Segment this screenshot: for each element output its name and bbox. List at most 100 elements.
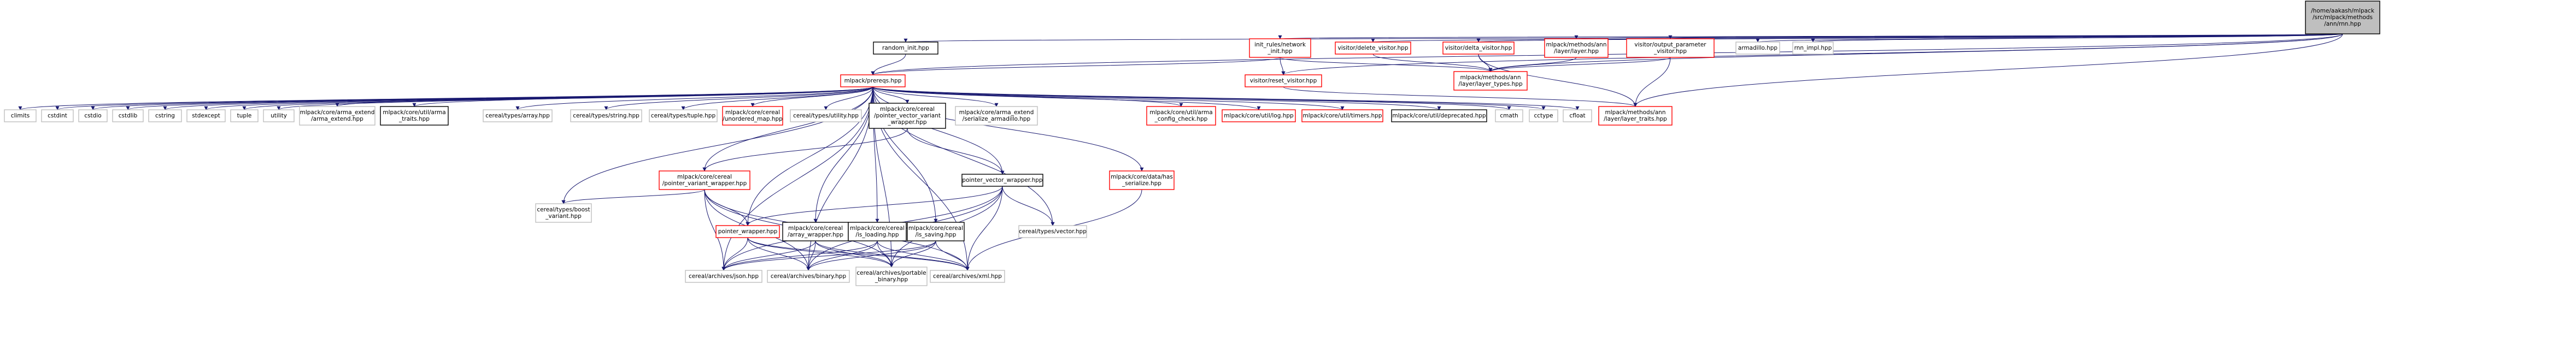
graph-node-array_wrapper[interactable]: mlpack/core/cereal/array_wrapper.hpp	[782, 222, 849, 241]
edge-init_rules_network-to-layer_types	[1280, 57, 1493, 72]
graph-node-cereal_vector[interactable]: cereal/types/vector.hpp	[1018, 225, 1087, 238]
graph-node-pointer_wrapper[interactable]: pointer_wrapper.hpp	[715, 225, 780, 238]
edge-is_saving-to-binary_hpp	[806, 240, 936, 271]
graph-node-cfloat[interactable]: cfloat	[1563, 109, 1592, 122]
graph-node-unordered_map[interactable]: mlpack/core/cereal/unordered_map.hpp	[722, 106, 783, 126]
graph-node-cstring[interactable]: cstring	[148, 109, 182, 122]
node-box	[685, 270, 762, 283]
edge-output_param-to-layer_traits	[1633, 57, 1671, 107]
graph-node-armadillo[interactable]: armadillo.hpp	[1735, 42, 1780, 55]
node-box	[1563, 109, 1592, 122]
graph-node-layer_traits[interactable]: mlpack/methods/ann/layer/layer_traits.hp…	[1598, 106, 1673, 126]
graph-node-arma_traits[interactable]: mlpack/core/util/arma_traits.hpp	[380, 106, 449, 126]
node-box	[299, 106, 375, 126]
edge-root-to-output_param	[1669, 33, 2343, 39]
node-box	[1335, 42, 1411, 55]
graph-node-pointer_variant[interactable]: mlpack/core/cereal/pointer_variant_wrapp…	[659, 170, 750, 190]
graph-node-rnn_impl[interactable]: rnn_impl.hpp	[1792, 42, 1834, 55]
graph-node-reset_visitor[interactable]: visitor/reset_visitor.hpp	[1245, 74, 1322, 87]
graph-node-random_init[interactable]: random_init.hpp	[873, 42, 938, 55]
graph-node-cmath[interactable]: cmath	[1495, 109, 1523, 122]
node-box	[848, 222, 907, 241]
node-label: mlpack/methods/ann	[1605, 109, 1666, 116]
node-box	[1222, 109, 1296, 122]
graph-node-utility[interactable]: utility	[263, 109, 295, 122]
graph-node-timers_hpp[interactable]: mlpack/core/util/timers.hpp	[1301, 109, 1383, 122]
graph-node-delta_visitor[interactable]: visitor/delta_visitor.hpp	[1442, 42, 1515, 55]
graph-node-boost_variant[interactable]: cereal/types/boost_variant.hpp	[535, 203, 592, 223]
edge-random_init-to-prereqs	[871, 54, 906, 75]
edge-prereqs-to-cereal_utility	[824, 86, 873, 110]
node-box	[649, 109, 718, 122]
graph-node-layer_types[interactable]: mlpack/methods/ann/layer/layer_types.hpp	[1453, 71, 1528, 91]
graph-node-has_serialize[interactable]: mlpack/core/data/has_serialize.hpp	[1109, 170, 1175, 190]
node-label: /layer/layer.hpp	[1554, 48, 1599, 55]
edge-prereqs-to-arma_traits	[412, 86, 873, 107]
edge-pointer_vector_wrapper-to-cereal_vector	[1002, 186, 1055, 226]
graph-node-cereal_string[interactable]: cereal/types/string.hpp	[570, 109, 642, 122]
graph-node-deprecated_hpp[interactable]: mlpack/core/util/deprecated.hpp	[1391, 109, 1487, 122]
edge-pointer_wrapper-to-xml_hpp	[747, 237, 970, 271]
node-label: /array_wrapper.hpp	[788, 232, 843, 238]
graph-node-cereal_array[interactable]: cereal/types/array.hpp	[483, 109, 553, 122]
edge-prereqs-to-pointer_wrapper	[746, 86, 873, 226]
graph-node-is_saving[interactable]: mlpack/core/cereal/is_saving.hpp	[907, 222, 965, 241]
graph-node-prereqs[interactable]: mlpack/prereqs.hpp	[840, 74, 906, 87]
graph-node-cereal_utility[interactable]: cereal/types/utility.hpp	[790, 109, 862, 122]
edge-prereqs-to-log_hpp	[872, 86, 1261, 110]
node-label: cstdint	[48, 113, 67, 119]
node-box	[1442, 42, 1515, 55]
edge-prereqs-to-boost_variant	[561, 86, 873, 204]
graph-node-cstdio[interactable]: cstdio	[78, 109, 108, 122]
edge-prereqs-to-has_serialize	[872, 86, 1144, 172]
graph-node-xml_hpp[interactable]: cereal/archives/xml.hpp	[930, 270, 1005, 283]
graph-node-arma_extend[interactable]: mlpack/core/arma_extend/arma_extend.hpp	[299, 106, 375, 126]
node-label: visitor/delta_visitor.hpp	[1445, 45, 1512, 51]
node-label: utility	[271, 113, 287, 119]
node-box	[1245, 74, 1322, 87]
graph-node-pointer_vector_variant[interactable]: mlpack/core/cereal/pointer_vector_varian…	[869, 103, 946, 129]
graph-node-cctype[interactable]: cctype	[1529, 109, 1558, 122]
node-label: /layer/layer_traits.hpp	[1604, 116, 1667, 122]
graph-node-delete_visitor[interactable]: visitor/delete_visitor.hpp	[1335, 42, 1411, 55]
node-label: cereal/types/string.hpp	[573, 113, 639, 119]
graph-node-tuple[interactable]: tuple	[230, 109, 259, 122]
graph-node-log_hpp[interactable]: mlpack/core/util/log.hpp	[1222, 109, 1296, 122]
graph-node-output_param[interactable]: visitor/output_parameter_visitor.hpp	[1626, 38, 1715, 58]
node-label: mlpack/core/arma_extend	[959, 109, 1034, 116]
edges-layer	[18, 33, 2343, 271]
edge-pointer_vector_wrapper-to-xml_hpp	[965, 186, 1003, 271]
node-label: mlpack/core/cereal	[677, 174, 732, 180]
graph-node-is_loading[interactable]: mlpack/core/cereal/is_loading.hpp	[848, 222, 907, 241]
graph-node-climits[interactable]: climits	[4, 109, 37, 122]
graph-node-portable_binary[interactable]: cereal/archives/portable_binary.hpp	[855, 267, 928, 286]
node-box	[570, 109, 642, 122]
node-box	[1598, 106, 1673, 126]
node-label: cereal/types/vector.hpp	[1019, 228, 1087, 235]
node-label: _serialize.hpp	[1122, 180, 1161, 187]
node-label: cereal/types/tuple.hpp	[651, 113, 716, 119]
node-box	[840, 74, 906, 87]
graph-node-cstdlib[interactable]: cstdlib	[112, 109, 144, 122]
node-box	[869, 103, 946, 129]
graph-node-binary_hpp[interactable]: cereal/archives/binary.hpp	[767, 270, 850, 283]
node-label: /home/aakash/mlpack	[2311, 8, 2375, 14]
node-label: pointer_wrapper.hpp	[718, 228, 778, 235]
graph-node-stdexcept[interactable]: stdexcept	[186, 109, 226, 122]
graph-node-serialize_armadillo[interactable]: mlpack/core/arma_extend/serialize_armadi…	[955, 106, 1038, 126]
edge-root-to-rnn_impl	[1811, 33, 2343, 43]
graph-node-cereal_tuple[interactable]: cereal/types/tuple.hpp	[649, 109, 718, 122]
node-box	[380, 106, 449, 126]
graph-node-cstdint[interactable]: cstdint	[41, 109, 74, 122]
graph-node-init_rules_network[interactable]: init_rules/network_init.hpp	[1249, 38, 1311, 58]
graph-node-json_hpp[interactable]: cereal/archives/json.hpp	[685, 270, 762, 283]
node-label: mlpack/core/util/arma	[383, 109, 445, 116]
edge-pointer_variant-to-boost_variant	[561, 189, 705, 204]
graph-node-layer_hpp[interactable]: mlpack/methods/ann/layer/layer.hpp	[1544, 38, 1609, 58]
node-label: _binary.hpp	[875, 276, 908, 283]
graph-node-arma_config_check[interactable]: mlpack/core/util/arma_config_check.hpp	[1146, 106, 1216, 126]
graph-node-root[interactable]: /home/aakash/mlpack/src/mlpack/methods/a…	[2305, 1, 2380, 34]
edge-pointer_vector_variant-to-pointer_vector_wrapper	[907, 128, 1005, 175]
graph-node-pointer_vector_wrapper[interactable]: pointer_vector_wrapper.hpp	[961, 174, 1043, 187]
